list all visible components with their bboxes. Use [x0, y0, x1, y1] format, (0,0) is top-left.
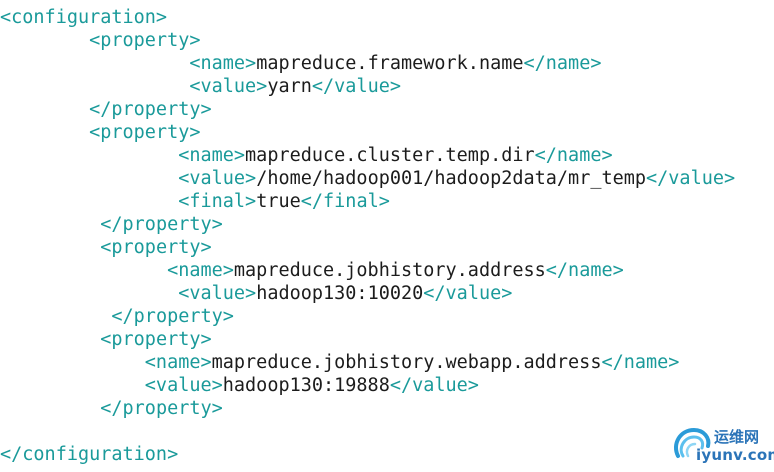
xml-tag: </value> — [423, 282, 513, 304]
xml-tag: <name> — [144, 351, 212, 373]
code-indent — [0, 145, 178, 166]
code-indent — [0, 260, 167, 281]
code-line: <name>mapreduce.framework.name</name> — [0, 52, 601, 75]
code-line: <value>yarn</value> — [0, 75, 401, 98]
xml-tag: <final> — [178, 190, 257, 212]
code-indent — [0, 352, 145, 373]
watermark: 运维网 iyunv.com — [670, 424, 774, 472]
code-line: <configuration> — [0, 6, 167, 29]
code-line: <value>hadoop130:19888</value> — [0, 374, 479, 397]
xml-tag: <name> — [178, 144, 246, 166]
xml-value: yarn — [267, 75, 312, 97]
code-indent — [0, 375, 145, 396]
code-line: <name>mapreduce.cluster.temp.dir</name> — [0, 144, 613, 167]
code-indent — [0, 214, 100, 235]
code-line: </property> — [0, 305, 234, 328]
code-line: <property> — [0, 121, 201, 144]
xml-tag: <name> — [189, 52, 257, 74]
xml-tag: <property> — [89, 29, 201, 51]
xml-tag: </name> — [601, 351, 680, 373]
code-indent — [0, 283, 178, 304]
code-line: </property> — [0, 213, 223, 236]
code-indent — [0, 191, 178, 212]
code-line: </property> — [0, 98, 212, 121]
xml-tag: </value> — [389, 374, 479, 396]
xml-tag: </property> — [100, 397, 223, 419]
xml-tag: <value> — [189, 75, 268, 97]
code-indent — [0, 168, 178, 189]
xml-tag: </property> — [89, 98, 212, 120]
xml-tag: <configuration> — [0, 6, 168, 28]
xml-tag: </name> — [545, 259, 624, 281]
xml-tag: </configuration> — [0, 443, 179, 465]
xml-value: hadoop130:10020 — [256, 282, 424, 304]
code-indent — [0, 306, 111, 327]
code-line: <value>hadoop130:10020</value> — [0, 282, 512, 305]
xml-tag: <value> — [144, 374, 223, 396]
code-line: <value>/home/hadoop001/hadoop2data/mr_te… — [0, 167, 735, 190]
xml-tag: </value> — [646, 167, 736, 189]
xml-tag: </property> — [100, 213, 223, 235]
code-indent — [0, 237, 100, 258]
code-line: <property> — [0, 29, 201, 52]
xml-value: /home/hadoop001/hadoop2data/mr_temp — [256, 167, 647, 189]
code-indent — [0, 122, 89, 143]
code-line: <property> — [0, 328, 212, 351]
code-line: <name>mapreduce.jobhistory.webapp.addres… — [0, 351, 680, 374]
xml-value: hadoop130:19888 — [222, 374, 390, 396]
xml-value: mapreduce.framework.name — [256, 52, 524, 74]
xml-tag: <property> — [100, 328, 212, 350]
xml-tag: <name> — [167, 259, 234, 281]
code-line: <final>true</final> — [0, 190, 390, 213]
code-line: </configuration> — [0, 443, 178, 466]
xml-tag: <value> — [178, 167, 257, 189]
xml-tag: </value> — [311, 75, 401, 97]
watermark-title: 运维网 — [714, 428, 760, 446]
xml-tag: </final> — [300, 190, 390, 212]
swirl-logo-icon — [674, 427, 711, 458]
code-indent — [0, 76, 189, 97]
xml-value: mapreduce.cluster.temp.dir — [245, 144, 535, 166]
xml-tag: <value> — [178, 282, 257, 304]
xml-tag: <property> — [89, 121, 201, 143]
code-line: <property> — [0, 236, 212, 259]
xml-value: true — [256, 190, 301, 212]
code-line: <name>mapreduce.jobhistory.address</name… — [0, 259, 624, 282]
code-indent — [0, 398, 100, 419]
xml-tag: </property> — [111, 305, 234, 327]
watermark-domain: iyunv.com — [696, 446, 774, 464]
code-indent — [0, 30, 89, 51]
xml-tag: </name> — [534, 144, 613, 166]
code-indent — [0, 99, 89, 120]
code-line: </property> — [0, 397, 223, 420]
xml-tag: <property> — [100, 236, 212, 258]
xml-tag: </name> — [523, 52, 602, 74]
code-indent — [0, 53, 189, 74]
xml-value: mapreduce.jobhistory.webapp.address — [211, 351, 602, 373]
xml-value: mapreduce.jobhistory.address — [233, 259, 546, 281]
code-indent — [0, 329, 100, 350]
